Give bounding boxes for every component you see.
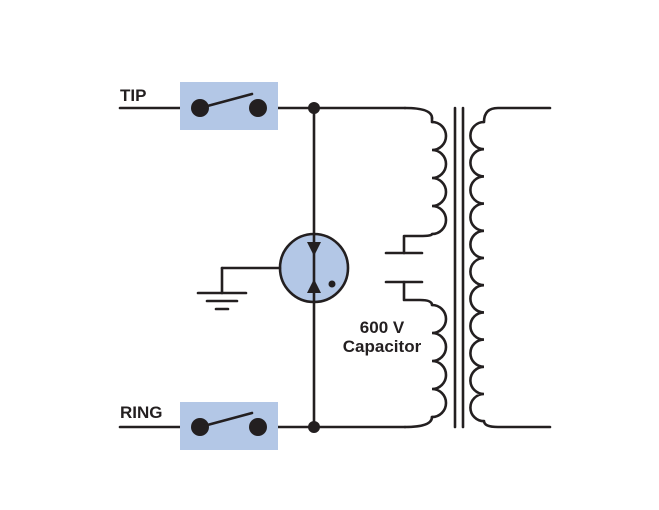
capacitor-name-label: Capacitor (343, 337, 422, 356)
secondary-winding (469, 106, 552, 429)
ring-switch (180, 402, 278, 450)
transformer-core (453, 106, 465, 429)
ring-label: RING (120, 403, 163, 422)
tip-switch (180, 82, 278, 130)
primary-winding (402, 116, 448, 419)
ground-symbol (196, 266, 248, 311)
tip-label: TIP (120, 86, 146, 105)
gas-discharge-tube (220, 232, 350, 304)
series-capacitor (384, 251, 424, 284)
capacitor-voltage-label: 600 V (360, 318, 405, 337)
